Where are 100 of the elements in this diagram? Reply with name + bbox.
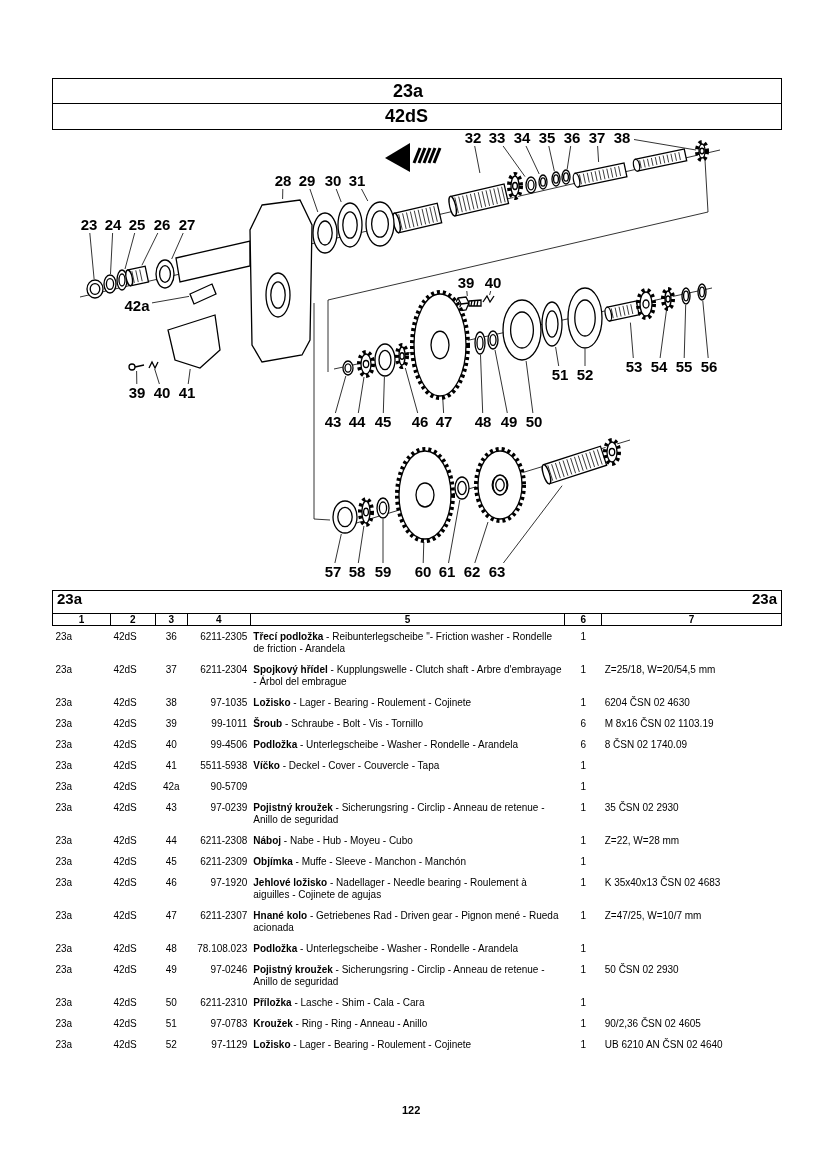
table-cell-text: 1 (579, 942, 588, 956)
table-cell-text: Náboj - Nabe - Hub - Moyeu - Cubo (252, 834, 414, 848)
leader-line (702, 300, 709, 359)
leader-line (597, 145, 599, 163)
ring-drawing (376, 497, 390, 519)
table-cell-text: 42dS (112, 855, 138, 869)
table-caption: 23a (751, 593, 777, 605)
ring-drawing (538, 174, 548, 190)
table-cell-text: 1 (579, 780, 588, 794)
callout-number: 39 (454, 274, 478, 291)
callout-number: 50 (522, 413, 546, 430)
circlip-drawing (697, 283, 707, 301)
table-cell: 1 (564, 625, 602, 659)
table-cell-text: 42dS (112, 1038, 138, 1052)
gear-shaft-drawing (604, 288, 656, 322)
table-cell: 6211-2305 (187, 625, 251, 659)
callout-number: 61 (435, 563, 459, 580)
page-number: 122 (402, 1104, 421, 1116)
callout-number: 48 (471, 413, 495, 430)
leader-line (361, 188, 369, 202)
table-cell-text: 23a (54, 717, 74, 731)
ring-drawing (155, 259, 175, 289)
table-cell-text: 23a (54, 663, 74, 677)
table-cell-text: 6211-2307 (199, 909, 249, 923)
table-cell-text: 8 ČSN 02 1740.09 (603, 737, 688, 752)
ring-drawing (551, 171, 561, 187)
ring-drawing (525, 176, 537, 194)
table-cell-text: 1 (579, 1017, 588, 1031)
leader-line (357, 376, 365, 414)
nut-drawing (86, 279, 104, 299)
table-cell-text: 42dS (112, 780, 138, 794)
bearing-drawing (567, 287, 603, 349)
washer-drawing (561, 169, 571, 185)
callout-number: 60 (411, 563, 435, 580)
table-cell-text: 23a (54, 876, 74, 890)
table-cell-text: 42dS (112, 963, 138, 977)
table-cell-text: Příložka - Lasche - Shim - Cala - Cara (252, 996, 426, 1010)
table-cell-text: 42dS (112, 876, 138, 890)
table-cell-text: 1 (579, 759, 588, 773)
callout-number: 40 (481, 274, 505, 291)
table-cell-text: Objímka - Muffe - Sleeve - Manchon - Manchón (252, 855, 467, 869)
table-cell-text: 37 (164, 663, 178, 677)
table-cell-text: 23a (54, 801, 74, 815)
ring-drawing (541, 301, 563, 347)
table-cell-text: 97-1920 (209, 876, 249, 890)
callout-number: 24 (101, 216, 125, 233)
column-header: 4 (187, 613, 251, 626)
table-cell: Třecí podložka - Reibunterlegscheibe "- Friction washer - Rondelle de friction - Arandela (250, 625, 565, 659)
leader-line (474, 145, 481, 174)
callout-number: 55 (672, 358, 696, 375)
callout-number: 45 (371, 413, 395, 430)
callout-number: 47 (432, 413, 456, 430)
callout-number: 38 (610, 129, 634, 146)
table-cell-text: 1 (579, 834, 588, 848)
table-cell-text: 23a (54, 963, 74, 977)
table-cell-text: 6211-2304 (199, 663, 249, 677)
callout-number: 59 (371, 563, 395, 580)
table-cell-text: 23a (54, 696, 74, 710)
leader-line (683, 304, 687, 359)
leader-line (633, 139, 697, 151)
callout-number: 34 (510, 129, 534, 146)
callout-number: 33 (485, 129, 509, 146)
leader-line (466, 290, 468, 297)
callout-number: 63 (485, 563, 509, 580)
circlip-drawing (487, 330, 499, 350)
table-cell-text: 46 (164, 876, 178, 890)
table-cell-text: 97-0246 (209, 963, 249, 977)
leader-line (480, 354, 484, 414)
table-cell-text: 42dS (112, 1017, 138, 1031)
table-cell-text: K 35x40x13 ČSN 02 4683 (603, 875, 722, 890)
washer-drawing (474, 331, 486, 355)
table-cell-text: 6211-2308 (199, 834, 249, 848)
callout-number: 43 (321, 413, 345, 430)
leader-line (154, 368, 160, 385)
callout-number: 51 (548, 366, 572, 383)
table-cell-text: 42dS (112, 696, 138, 710)
table-cell-text: Z=22, W=28 mm (603, 834, 681, 848)
table-cell-text: M 8x16 ČSN 02 1103.19 (603, 716, 715, 731)
table-cell-text: 5511-5938 (199, 759, 249, 773)
ring-drawing (337, 202, 363, 248)
leader-line (525, 145, 540, 175)
column-header: 6 (564, 613, 602, 626)
shaft-drawing (448, 172, 523, 217)
column-header: 5 (250, 613, 565, 626)
table-cell-text: 51 (164, 1017, 178, 1031)
table-cell-text: 42dS (112, 834, 138, 848)
table-cell-text: 1 (579, 909, 588, 923)
table-cell-text: 23a (54, 1038, 74, 1052)
leader-line (494, 349, 508, 414)
table-cell-text: 1 (579, 696, 588, 710)
table-cell-text: 78.108.023 (196, 942, 249, 956)
callout-number: 56 (697, 358, 721, 375)
leader-line (141, 232, 159, 266)
ring-drawing (681, 287, 691, 305)
section-number: 23a (393, 81, 424, 102)
table-cell-text: 1 (579, 1038, 588, 1052)
leader-line (187, 368, 191, 385)
callout-number: 57 (321, 563, 345, 580)
table-cell-text: 42dS (112, 759, 138, 773)
gear-drawing (358, 497, 374, 527)
